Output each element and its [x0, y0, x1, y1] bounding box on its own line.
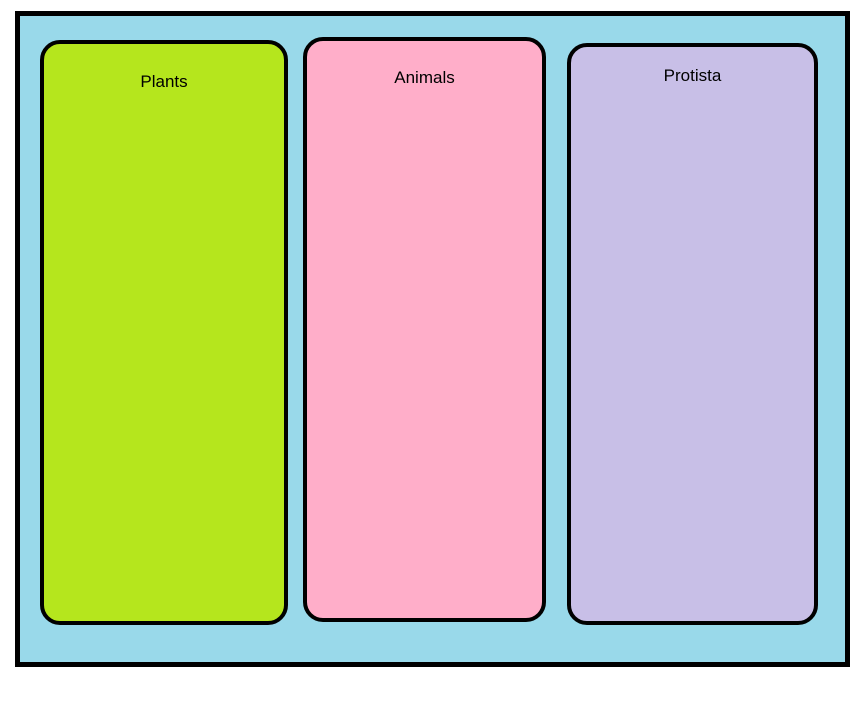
diagram-canvas: Plants Animals Protista — [15, 11, 850, 667]
category-box-animals: Animals — [303, 37, 546, 622]
category-box-plants: Plants — [40, 40, 288, 625]
category-box-protista: Protista — [567, 43, 818, 625]
category-label-plants: Plants — [140, 72, 188, 91]
category-label-animals: Animals — [394, 68, 455, 87]
category-label-protista: Protista — [663, 66, 722, 85]
